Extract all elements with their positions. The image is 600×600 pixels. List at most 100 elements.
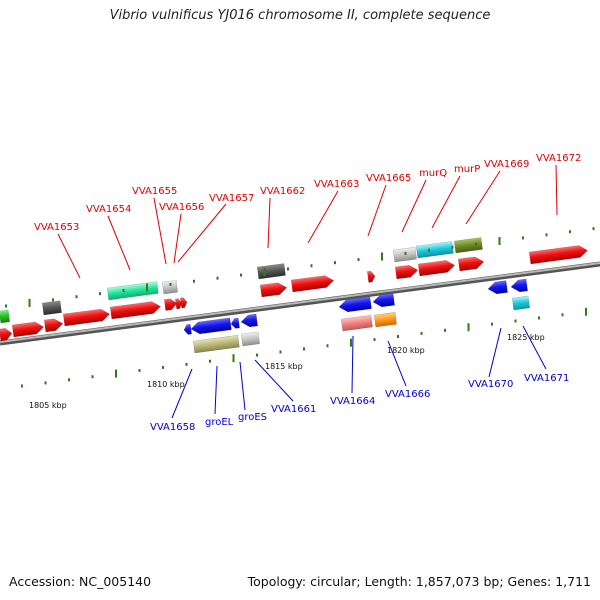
minor-tick: [279, 350, 282, 354]
leader-line: [555, 164, 558, 216]
gene-label-vva1656[interactable]: VVA1656: [159, 202, 204, 213]
gene-label-vva1666[interactable]: VVA1666: [385, 389, 430, 400]
minor-tick: [545, 233, 548, 237]
gene-label-vva1669[interactable]: VVA1669: [484, 159, 529, 170]
minor-tick: [514, 319, 517, 323]
minor-tick: [44, 381, 47, 385]
minor-tick: [475, 242, 477, 246]
gene-cyan-1[interactable]: [415, 241, 454, 259]
gene-red-10[interactable]: [290, 275, 335, 293]
gene-red-15[interactable]: [528, 244, 588, 265]
gene-dark-2[interactable]: [256, 263, 286, 280]
gene-label-vva1653[interactable]: VVA1653: [34, 222, 79, 233]
gene-orange-1[interactable]: [373, 312, 397, 328]
leader-line: [367, 184, 387, 237]
leader-line: [401, 179, 427, 233]
major-tick: [146, 283, 148, 292]
leader-line: [153, 197, 167, 265]
minor-tick: [216, 276, 219, 280]
minor-tick: [561, 313, 564, 317]
gene-red-4[interactable]: [62, 308, 111, 327]
gene-red-12[interactable]: [394, 264, 419, 280]
minor-tick: [444, 328, 446, 332]
gene-label-vva1671[interactable]: VVA1671: [524, 373, 569, 384]
leader-line: [522, 325, 547, 370]
gene-red-1[interactable]: [0, 327, 13, 342]
minor-tick: [373, 338, 376, 342]
minor-tick: [138, 369, 141, 373]
gene-blue-1[interactable]: [183, 323, 192, 335]
gene-gray-1[interactable]: [161, 279, 178, 295]
map-title: Vibrio vulnificus YJ016 chromosome II, c…: [109, 8, 491, 23]
gene-red-6[interactable]: [164, 298, 178, 311]
minor-tick: [569, 230, 571, 234]
gene-red-11[interactable]: [367, 270, 376, 283]
minor-tick: [75, 295, 78, 299]
minor-tick: [334, 261, 336, 265]
minor-tick: [522, 236, 524, 240]
gene-olive-1[interactable]: [453, 237, 483, 254]
minor-tick: [491, 322, 493, 326]
gene-red-14[interactable]: [457, 256, 485, 272]
gene-red-3[interactable]: [43, 318, 64, 333]
gene-dark-1[interactable]: [41, 300, 62, 316]
leader-line: [431, 175, 461, 229]
gene-blue-7[interactable]: [487, 280, 508, 295]
gene-gray-3[interactable]: [240, 331, 260, 347]
minor-tick: [91, 375, 94, 379]
gene-label-vva1654[interactable]: VVA1654: [86, 204, 131, 215]
gene-red-9[interactable]: [259, 282, 288, 298]
leader-line: [254, 359, 294, 402]
gene-blue-8[interactable]: [510, 278, 528, 293]
gene-label-vva1663[interactable]: VVA1663: [314, 179, 359, 190]
leader-line: [351, 335, 354, 394]
minor-tick: [357, 258, 360, 262]
reverse-gene-labels: VVA1658 groEL groES VVA1661 VVA1664 VVA1…: [150, 373, 569, 433]
gene-label-vva1662[interactable]: VVA1662: [260, 186, 305, 197]
major-tick: [115, 369, 117, 378]
gene-green-left[interactable]: [0, 309, 10, 324]
gene-label-vva1655[interactable]: VVA1655: [132, 186, 177, 197]
gene-red-2[interactable]: [11, 321, 45, 338]
minor-tick: [99, 292, 101, 296]
gene-label-vva1657[interactable]: VVA1657: [209, 193, 254, 204]
leader-line: [465, 170, 501, 225]
gene-blue-3[interactable]: [230, 317, 240, 329]
gene-red-8[interactable]: [180, 297, 188, 309]
kbp-label-1820: 1820 kbp: [387, 346, 425, 355]
minor-tick: [21, 384, 23, 388]
leader-line: [173, 213, 182, 264]
leader-line: [177, 203, 227, 263]
forward-gene-labels: VVA1653 VVA1654 VVA1655 VVA1656 VVA1657 …: [34, 153, 581, 233]
gene-blue-5[interactable]: [338, 296, 372, 313]
gene-salmon-1[interactable]: [340, 314, 373, 332]
gene-label-groel[interactable]: groEL: [205, 417, 234, 428]
gene-cyan-2[interactable]: [511, 295, 530, 311]
gene-red-7[interactable]: [175, 298, 183, 310]
leader-line: [239, 361, 246, 411]
gene-blue-4[interactable]: [240, 313, 258, 328]
major-tick: [467, 323, 470, 332]
gene-red-5[interactable]: [109, 301, 161, 320]
gene-red-13[interactable]: [417, 259, 456, 277]
gene-mint-1[interactable]: [106, 281, 159, 301]
gene-label-vva1665[interactable]: VVA1665: [366, 173, 411, 184]
minor-tick: [326, 344, 329, 348]
gene-label-murq[interactable]: murQ: [419, 168, 447, 179]
gene-label-vva1670[interactable]: VVA1670: [468, 379, 513, 390]
minor-tick: [310, 264, 313, 268]
major-tick: [232, 354, 235, 363]
major-tick: [381, 252, 383, 261]
gene-blue-2[interactable]: [190, 317, 232, 335]
gene-khaki-1[interactable]: [192, 334, 240, 354]
gene-label-vva1658[interactable]: VVA1658: [150, 422, 195, 433]
gene-blue-6[interactable]: [372, 293, 395, 308]
gene-label-murp[interactable]: murP: [454, 164, 480, 175]
gene-label-vva1661[interactable]: VVA1661: [271, 404, 316, 415]
reverse-strand-genes: [183, 278, 530, 354]
gene-label-vva1664[interactable]: VVA1664: [330, 396, 375, 407]
gene-label-vva1672[interactable]: VVA1672: [536, 153, 581, 164]
minor-tick: [52, 298, 54, 302]
gene-label-groes[interactable]: groES: [238, 412, 267, 423]
